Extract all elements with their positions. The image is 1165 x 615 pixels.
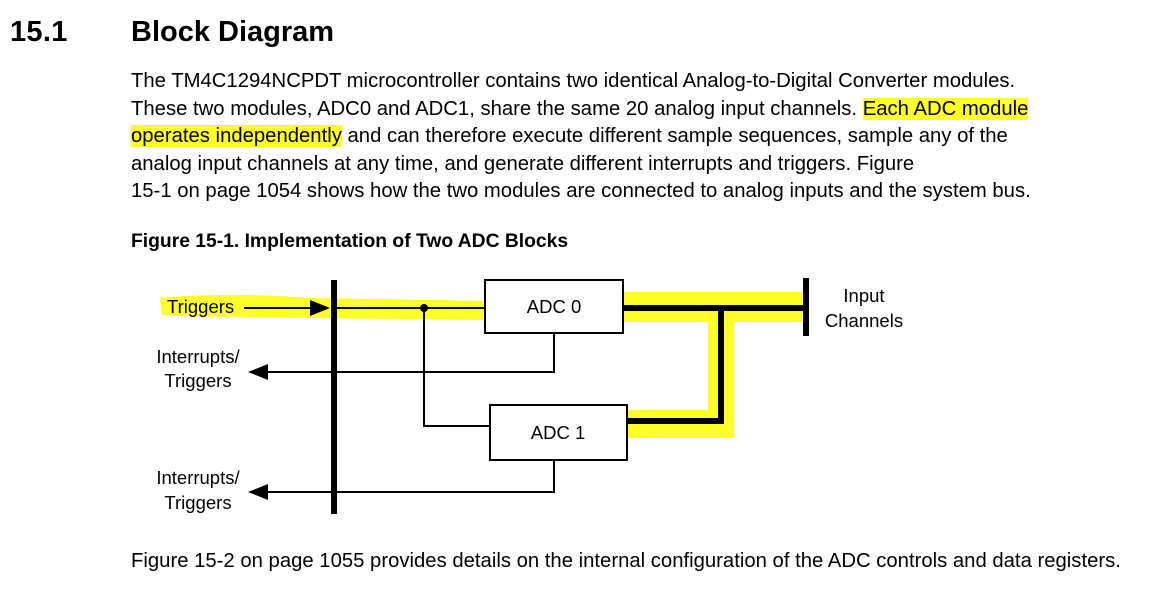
triggers-label: Triggers xyxy=(167,296,234,317)
trigger-arrowhead xyxy=(310,300,330,316)
adc1-interrupt-line xyxy=(264,460,555,493)
intro-line-3: operates independently and can therefore… xyxy=(131,123,1141,151)
highlight-operates-independently: operates independently xyxy=(131,125,342,147)
channels-label: Channels xyxy=(825,310,903,331)
highlight-marks xyxy=(160,292,806,438)
adc1-interrupt-arrowhead xyxy=(248,484,268,500)
intro-line-2-text: These two modules, ADC0 and ADC1, share … xyxy=(131,97,863,120)
intro-line-5: 15-1 on page 1054 shows how the two modu… xyxy=(131,180,1031,202)
interrupts-label-2: Interrupts/ xyxy=(156,467,240,488)
adc0-interrupt-line xyxy=(264,333,555,373)
input-label: Input xyxy=(843,285,884,306)
figure-caption: Figure 15-1. Implementation of Two ADC B… xyxy=(131,231,569,252)
adc0-label: ADC 0 xyxy=(527,296,582,317)
branch-to-adc1-line xyxy=(423,308,490,427)
footer-paragraph: Figure 15-2 on page 1055 provides detail… xyxy=(131,550,1121,572)
highlight-each-adc-module: Each ADC module xyxy=(862,97,1029,120)
intro-line-2: These two modules, ADC0 and ADC1, share … xyxy=(131,96,1141,124)
adc-block-diagram: Triggers ADC 0 ADC 1 Input Channels Inte… xyxy=(156,278,903,514)
adc1-block xyxy=(489,404,628,461)
intro-paragraph: The TM4C1294NCPDT microcontroller contai… xyxy=(131,68,1141,206)
adc1-input-channel-bus xyxy=(627,308,724,424)
section-number: 15.1 xyxy=(10,16,68,48)
triggers-label-2: Triggers xyxy=(164,492,231,513)
intro-line-4: analog input channels at any time, and g… xyxy=(131,152,915,175)
adc0-interrupt-arrowhead xyxy=(248,364,268,380)
intro-line-1: The TM4C1294NCPDT microcontroller contai… xyxy=(131,70,1016,92)
interrupts-label-1: Interrupts/ xyxy=(156,346,240,367)
section-title: Block Diagram xyxy=(131,16,335,48)
intro-line-3-text: and can therefore execute different samp… xyxy=(341,125,1008,147)
triggers-label-1: Triggers xyxy=(164,370,231,391)
adc1-label: ADC 1 xyxy=(531,422,586,443)
